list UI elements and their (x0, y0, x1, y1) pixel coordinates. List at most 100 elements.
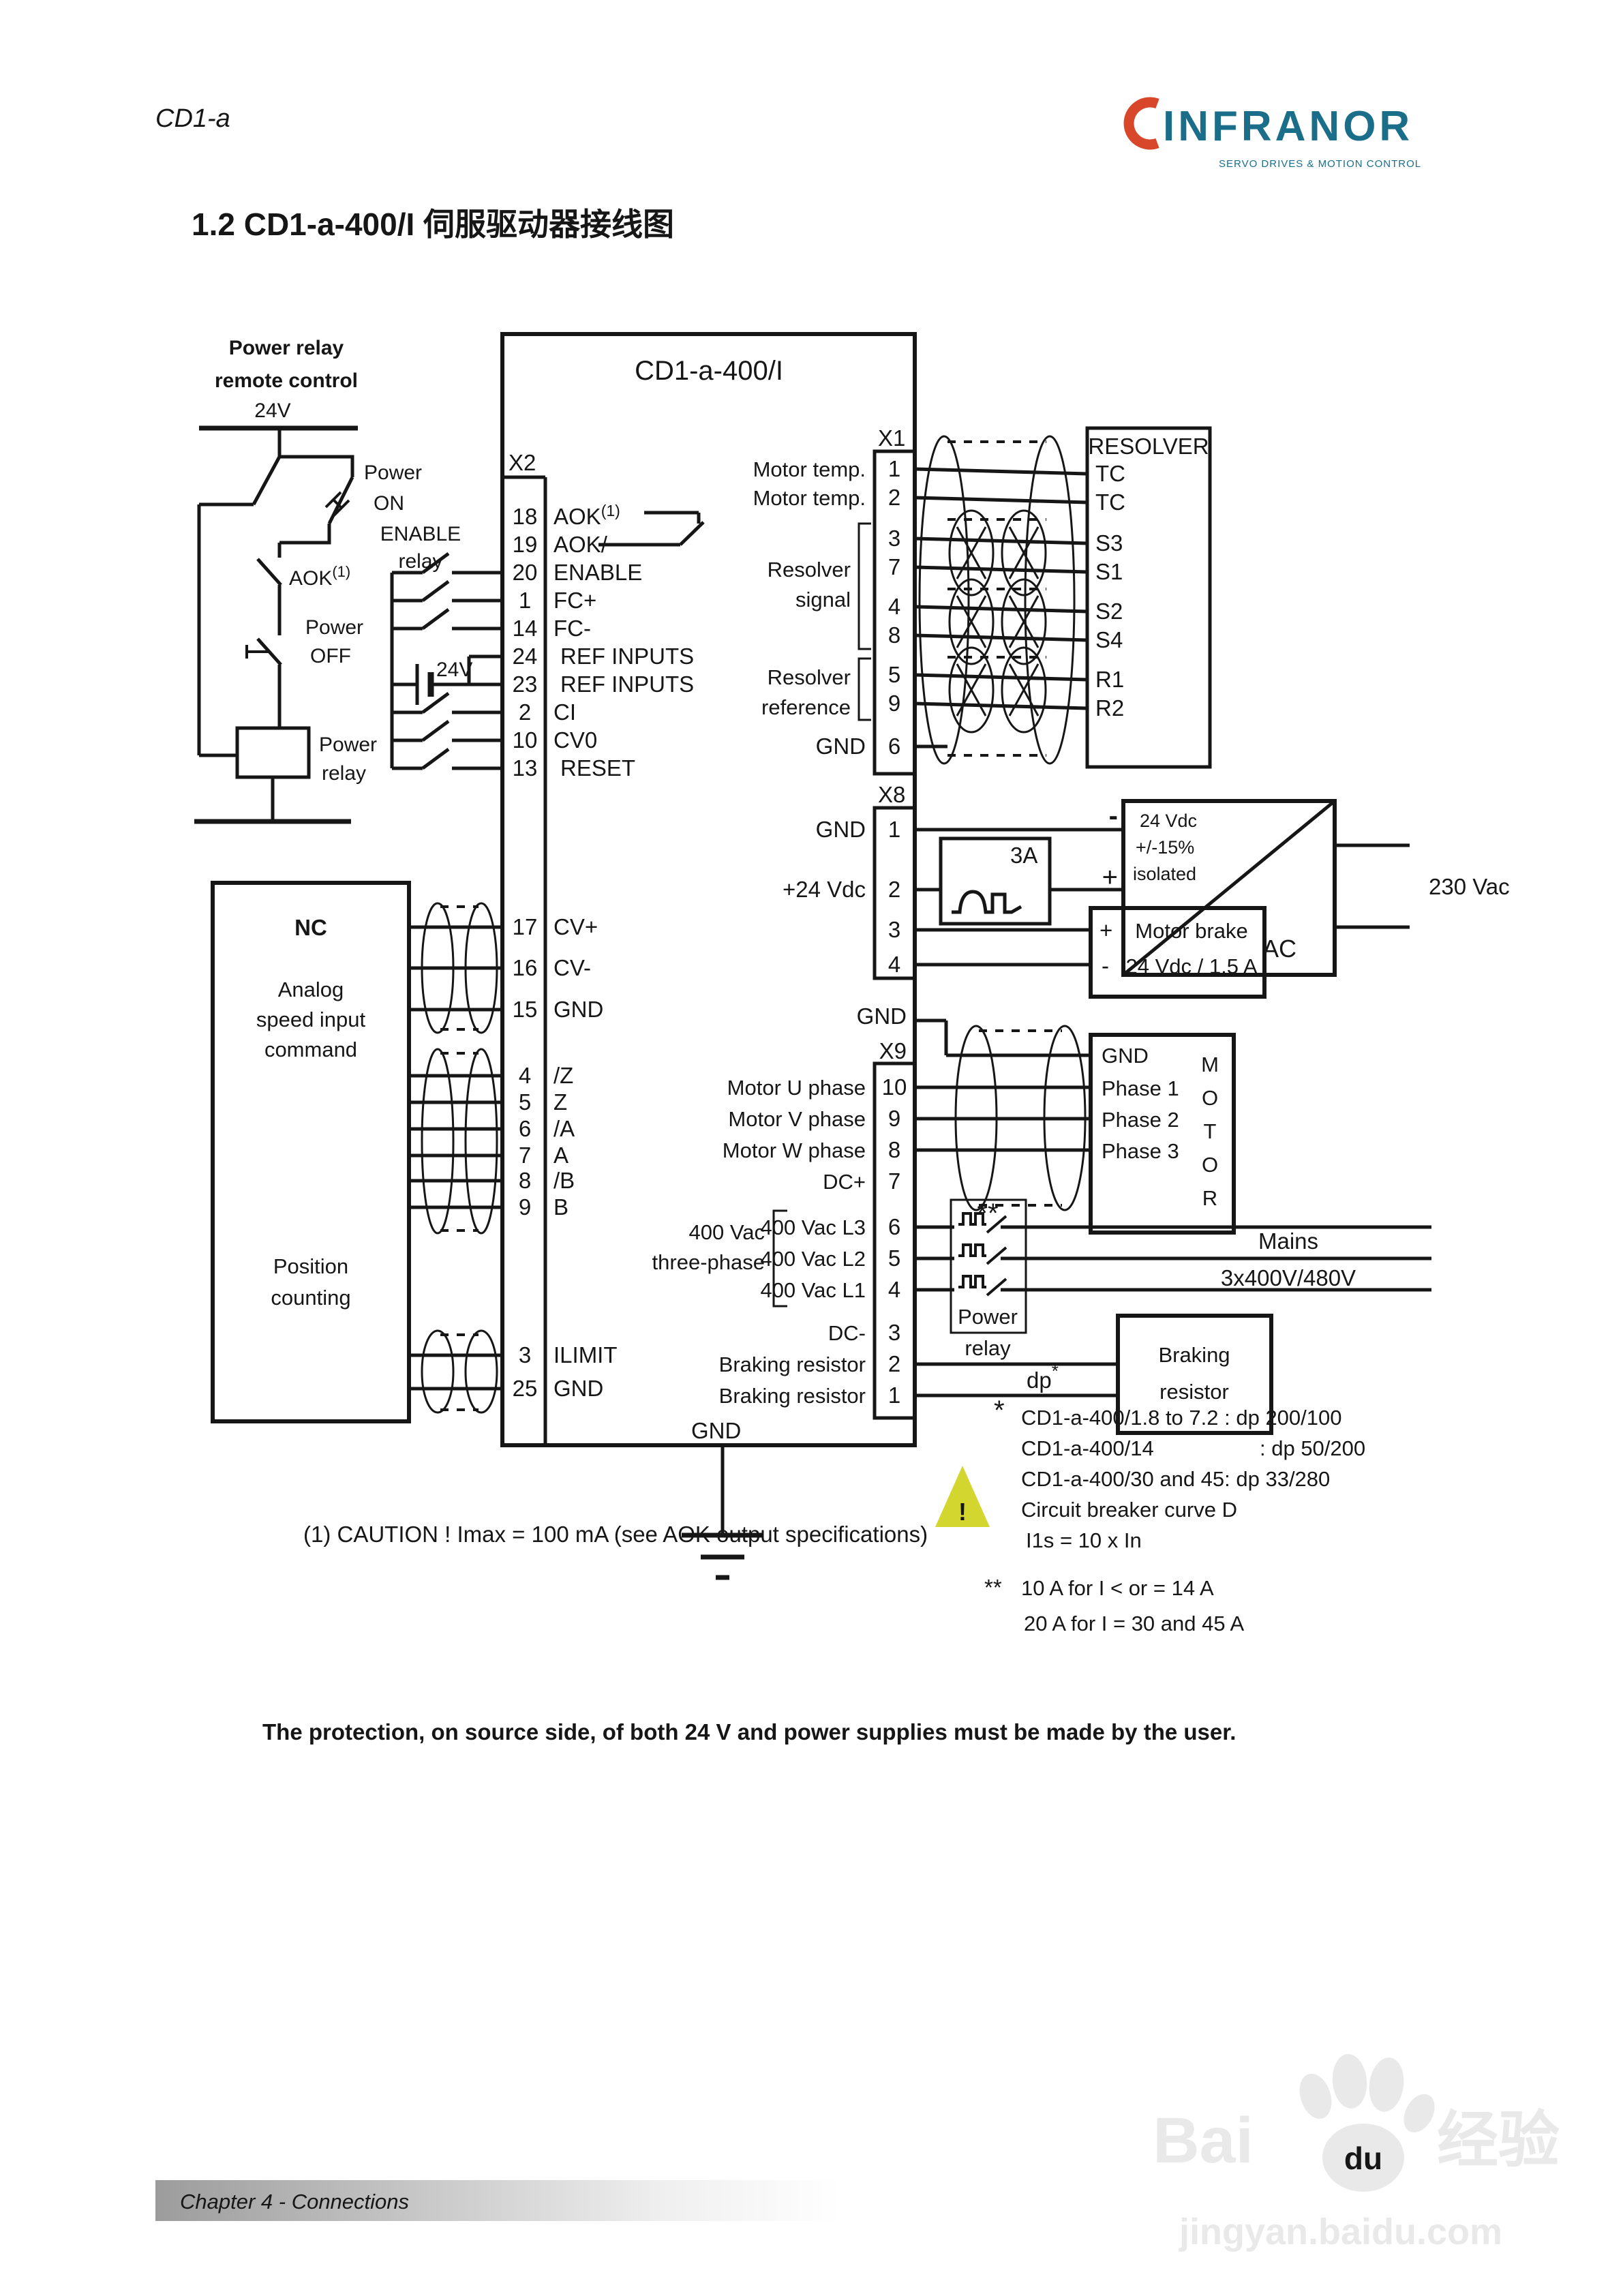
doc-code: CD1-a (155, 104, 230, 133)
note-line: CD1-a-400/1.8 to 7.2 : dp 200/100 (1021, 1406, 1342, 1430)
pin-number: 25 (513, 1376, 538, 1401)
power-relay-remote-control-circuit: Power relay remote control 24V Power ON … (194, 337, 422, 824)
wire (914, 673, 1088, 682)
pin-number: 2 (888, 1351, 900, 1376)
power-off-label2: OFF (310, 645, 351, 667)
aok-output-switch-icon (598, 521, 705, 547)
power-relay-label2: relay (322, 762, 366, 785)
pin-number: 6 (888, 734, 900, 759)
infranor-logo: INFRANOR SERVO DRIVES & MOTION CONTROL (1123, 97, 1421, 170)
pin-number: 23 (513, 671, 538, 697)
enable-relay-label1: ENABLE (380, 523, 461, 545)
wire (914, 496, 1088, 504)
mains-label1: Mains (1258, 1228, 1318, 1254)
block-gnd-label: GND (691, 1418, 741, 1443)
pin-label: Motor V phase (728, 1107, 866, 1131)
watermark-cn-text: 经验 (1437, 2106, 1560, 2175)
pin-label: S3 (1095, 530, 1123, 556)
twisted-pair-icon (948, 646, 1047, 734)
psu-230vac-label: 230 Vac (1429, 874, 1510, 899)
note-line: I1s = 10 x In (1026, 1528, 1142, 1552)
logo-mark-icon (1123, 97, 1159, 150)
cable-shield (464, 902, 498, 1034)
three-phase-bracket (772, 1209, 787, 1308)
resolver-signal-label1: Resolver (768, 558, 851, 581)
pin-number: 10 (513, 727, 538, 753)
cable-shield (918, 435, 970, 765)
pin-number: 15 (513, 997, 538, 1022)
pin-number: 5 (888, 1245, 900, 1271)
resolver-cable (914, 435, 1088, 765)
brake-minus-label: - (1102, 953, 1109, 978)
baidu-watermark: Bai du 经验 jingyan.baidu.com (1153, 2054, 1560, 2252)
note-line: 10 A for I < or = 14 A (1021, 1576, 1214, 1600)
pin-number: 1 (888, 1383, 900, 1408)
aok-contact-label: AOK(1) (289, 563, 350, 590)
psu-box (1121, 799, 1337, 977)
pushbutton-actuator-icon (245, 645, 269, 659)
power-relay-label2: relay (965, 1336, 1011, 1360)
resolver-signal-label2: signal (795, 588, 851, 611)
wire (914, 605, 1088, 614)
x1-connector-label: X1 (878, 425, 905, 451)
breaker-stars-label: ** (977, 1198, 998, 1228)
brake-label1: Motor brake (1135, 919, 1247, 943)
pin-label: RESET (560, 755, 635, 781)
wire (914, 633, 1088, 642)
warning-bang: ! (958, 1498, 967, 1526)
relay-contact-switch-icon (252, 455, 282, 506)
pin-number: 13 (513, 755, 538, 781)
pin-label: S1 (1095, 559, 1123, 584)
paw-toe (1404, 2094, 1435, 2133)
pin-number: 6 (519, 1116, 531, 1141)
shield-drain-wire (947, 440, 1046, 757)
pin-label: GND (553, 1376, 603, 1401)
motor-terminal-label: Phase 2 (1102, 1108, 1179, 1132)
shield-drain-wire (440, 1333, 479, 1411)
watermark-du-text: du (1344, 2141, 1382, 2176)
resolver-reference-bracket (858, 657, 871, 721)
page-title: 1.2 CD1-a-400/I 伺服驱动器接线图 (192, 207, 674, 242)
psu-diagonal (1122, 800, 1336, 976)
nc-title: NC (294, 915, 327, 940)
x2-pin-labels: AOK(1) AOK/ ENABLE FC+ FC- REF INPUTS RE… (553, 502, 694, 1401)
pin-number: 1 (888, 456, 900, 481)
logo-text: INFRANOR (1163, 103, 1413, 150)
pin-label: 400 Vac L2 (760, 1247, 866, 1271)
position-label1: Position (273, 1254, 348, 1278)
power-on-label2: ON (374, 492, 404, 515)
resolver-title: RESOLVER (1088, 434, 1209, 459)
breaker-box (950, 1198, 1027, 1334)
pin-label: /Z (553, 1063, 573, 1088)
twisted-pair-icon (948, 578, 1047, 665)
rail-24v-label: 24V (254, 399, 290, 422)
x9-pin-numbers: 10 9 8 7 6 5 4 3 2 1 (882, 1074, 907, 1408)
psu-plus-label: + (1102, 862, 1118, 892)
power-relay-label1: Power (958, 1305, 1018, 1329)
cable-shield (464, 1048, 498, 1235)
pin-number: 3 (888, 526, 900, 551)
pin-label: R1 (1095, 667, 1124, 692)
warning-triangle (935, 1466, 990, 1527)
pin-number: 4 (519, 1063, 531, 1088)
shield-drain-wire (979, 1029, 1062, 1207)
pin-label: B (553, 1194, 568, 1220)
pin-label: CV- (553, 955, 591, 980)
pin-number: 2 (888, 877, 900, 902)
cable-shield (421, 1048, 455, 1235)
footnotes: * CD1-a-400/1.8 to 7.2 : dp 200/100 CD1-… (984, 1395, 1365, 1635)
pin-label: Motor W phase (723, 1138, 866, 1162)
left-heading-line2: remote control (215, 369, 358, 392)
pin-number: 2 (888, 485, 900, 510)
x2-connector-label: X2 (509, 450, 536, 475)
nc-cables (409, 902, 502, 1414)
ilimit-wires (409, 1353, 502, 1391)
dp-label: dp* (1027, 1361, 1059, 1393)
encoder-wires (409, 1074, 502, 1209)
power-off-label1: Power (305, 616, 363, 639)
pin-number: 1 (888, 817, 900, 842)
x1-pin-numbers: 1 2 3 7 4 8 5 9 6 (888, 456, 900, 759)
three-phase-label1: 400 Vac (689, 1220, 765, 1244)
